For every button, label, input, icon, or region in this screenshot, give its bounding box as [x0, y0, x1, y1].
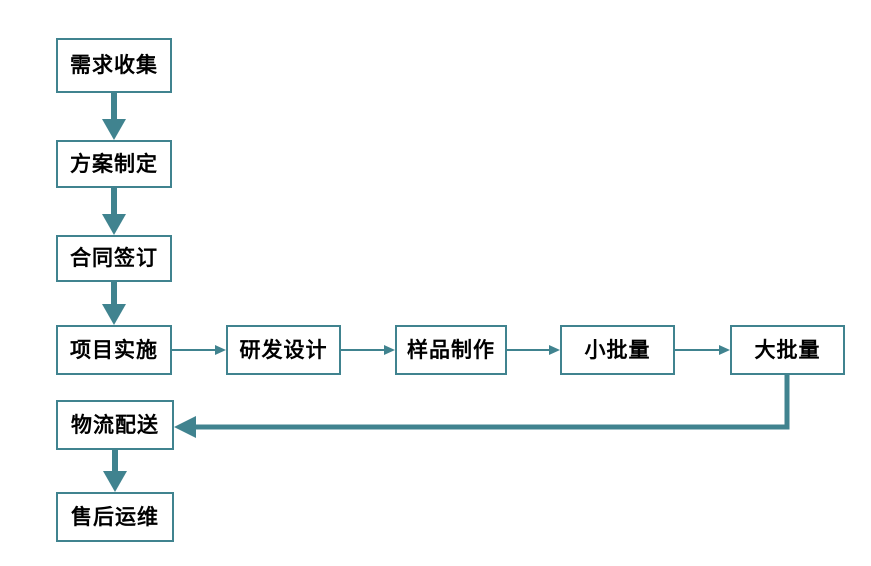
node-label: 物流配送 [71, 412, 159, 437]
edge-n6-n7 [507, 345, 560, 355]
edge-n8-n9-return [174, 375, 790, 438]
node-label: 大批量 [754, 337, 821, 362]
node-label: 项目实施 [70, 337, 158, 362]
node-logistics-delivery[interactable]: 物流配送 [56, 400, 174, 450]
node-label: 合同签订 [70, 246, 158, 270]
node-label: 方案制定 [70, 151, 158, 176]
node-label: 研发设计 [239, 337, 328, 362]
node-label: 售后运维 [71, 504, 159, 529]
edge-n9-n10 [103, 450, 127, 492]
node-sample-production[interactable]: 样品制作 [395, 325, 507, 375]
edge-n5-n6 [341, 345, 395, 355]
node-label: 需求收集 [70, 53, 158, 77]
node-plan-formulation[interactable]: 方案制定 [56, 140, 172, 188]
edge-n4-n5 [172, 345, 226, 355]
node-rd-design[interactable]: 研发设计 [226, 325, 341, 375]
node-project-implementation[interactable]: 项目实施 [56, 325, 172, 375]
node-contract-signing[interactable]: 合同签订 [56, 235, 172, 282]
node-label: 小批量 [584, 337, 651, 362]
node-label: 样品制作 [407, 337, 495, 362]
node-after-sales-maintenance[interactable]: 售后运维 [56, 492, 174, 542]
edge-n2-n3 [102, 188, 126, 235]
edge-n1-n2 [102, 93, 126, 140]
node-mass-production[interactable]: 大批量 [730, 325, 845, 375]
node-small-batch[interactable]: 小批量 [560, 325, 675, 375]
edge-n3-n4 [102, 282, 126, 325]
node-requirement-gathering[interactable]: 需求收集 [56, 38, 172, 93]
edge-n7-n8 [675, 345, 730, 355]
